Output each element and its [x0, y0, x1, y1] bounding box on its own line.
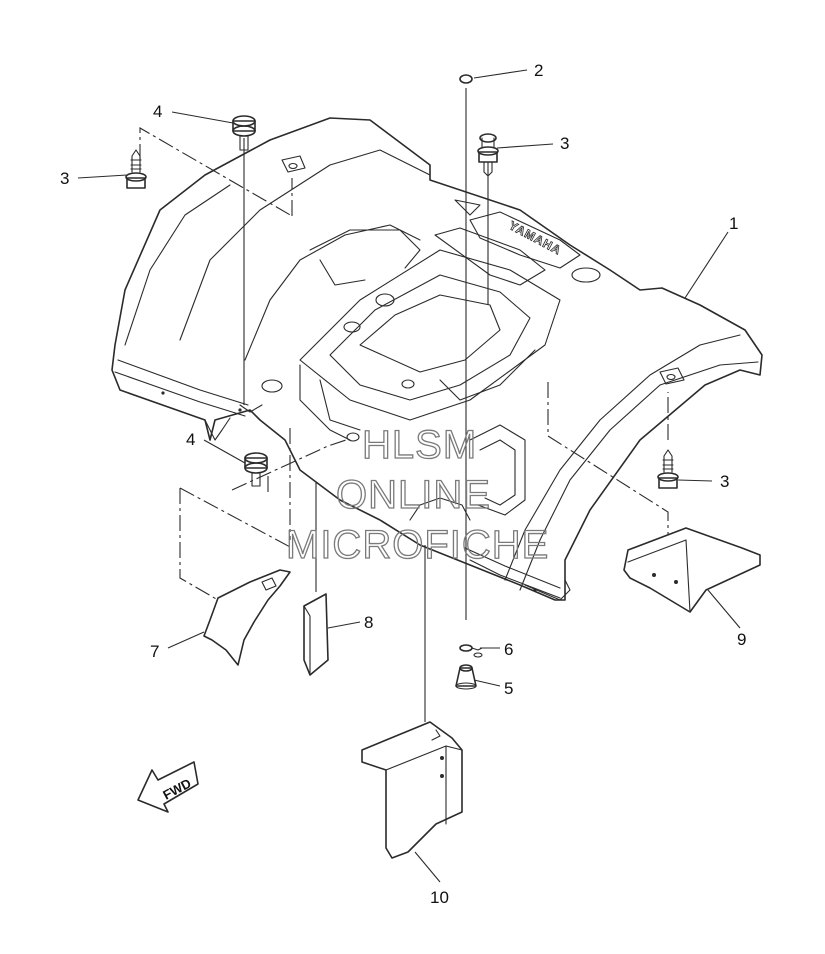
callout-9: 9 — [737, 630, 746, 649]
callout-3-top: 3 — [560, 134, 569, 153]
dash-dot-lines — [139, 127, 669, 601]
mud-flap-part-7 — [203, 569, 291, 666]
grommet-part-5 — [455, 664, 477, 690]
callout-7: 7 — [150, 642, 159, 661]
watermark-line-2: ONLINE — [336, 473, 491, 517]
rear-fender: YAMAHA — [111, 117, 763, 601]
callout-6: 6 — [504, 640, 513, 659]
callout-4-top: 4 — [153, 102, 162, 121]
screw-part-3-left — [125, 149, 147, 189]
screw-part-3-top — [477, 133, 499, 177]
plate-part-10 — [361, 721, 463, 859]
watermark-line-1: HLSM — [362, 423, 477, 467]
callout-8: 8 — [364, 613, 373, 632]
callout-1: 1 — [729, 214, 738, 233]
watermark: HLSM ONLINE MICROFICHE — [285, 422, 549, 567]
leader-lines — [77, 69, 741, 883]
callout-5: 5 — [504, 679, 513, 698]
clip-part-6 — [459, 644, 483, 658]
plug-cap-part-2 — [459, 74, 473, 84]
screw-part-3-right — [657, 449, 679, 489]
callout-3-right: 3 — [720, 472, 729, 491]
bolt-part-4-top — [232, 115, 256, 151]
callout-numbers: 1 2 3 3 3 4 4 5 6 7 8 9 10 — [60, 61, 746, 907]
callout-3-left: 3 — [60, 169, 69, 188]
watermark-line-3: MICROFICHE — [286, 523, 549, 567]
callout-10: 10 — [430, 888, 449, 907]
callout-4-bottom: 4 — [186, 430, 195, 449]
callout-2: 2 — [534, 61, 543, 80]
bolt-part-4-bottom — [244, 452, 268, 487]
guide-lines — [243, 88, 489, 722]
flap-part-9 — [623, 527, 761, 613]
cover-part-8 — [303, 593, 329, 676]
forward-direction-arrow: FWD — [137, 761, 199, 813]
